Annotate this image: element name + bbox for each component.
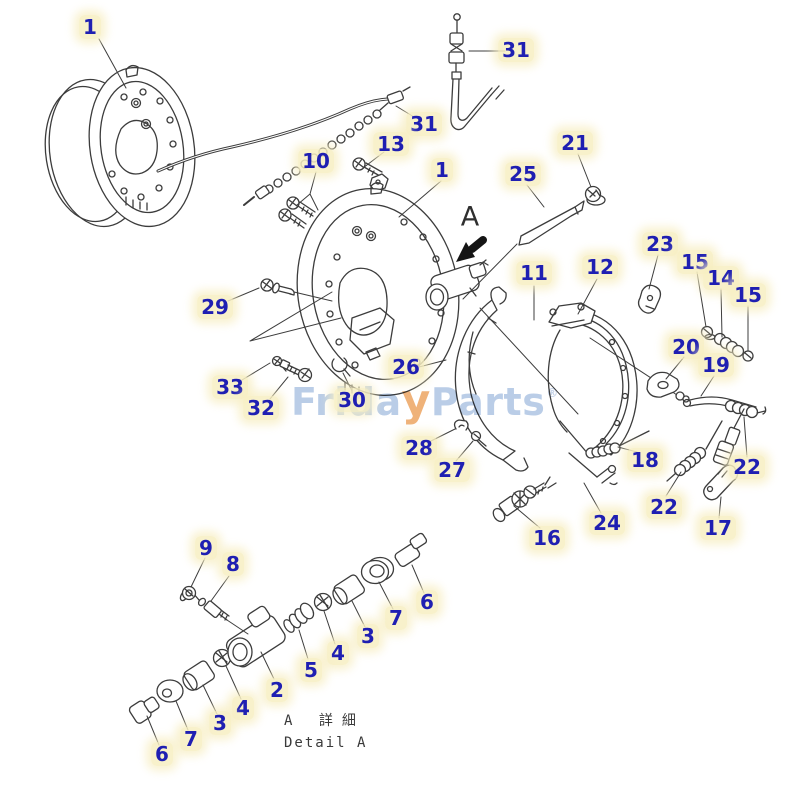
part-wheel-cylinder	[425, 259, 489, 311]
watermark-accent-letter: y	[401, 375, 431, 426]
callout-21: 21	[557, 131, 593, 155]
callout-11: 11	[516, 261, 552, 285]
part-nut-21	[584, 185, 606, 206]
part-brake-shoe-12	[547, 302, 638, 456]
callout-10: 10	[298, 149, 334, 173]
callout-33: 33	[212, 375, 248, 399]
callout-4-right: 4	[327, 641, 349, 665]
callout-9: 9	[195, 536, 217, 560]
detail-note: A 詳細 Detail A	[284, 711, 367, 754]
assembly-line-a	[479, 307, 579, 415]
part-bolt-29	[260, 278, 333, 302]
callout-3-right: 3	[357, 624, 379, 648]
callout-16: 16	[529, 526, 565, 550]
callout-26: 26	[388, 355, 424, 379]
callout-27: 27	[434, 458, 470, 482]
part-strut-25	[462, 200, 585, 300]
callout-3-left: 3	[209, 711, 231, 735]
part-parking-cable	[156, 86, 411, 173]
detail-note-english: Detail A	[284, 734, 368, 751]
callout-7-left: 7	[180, 727, 202, 751]
part-backing-plate-left	[44, 64, 196, 228]
callout-30: 30	[334, 388, 370, 412]
part-bolt-32	[279, 359, 313, 383]
part-spring-22-left	[666, 420, 723, 482]
view-marker-a: A	[460, 201, 480, 233]
view-arrow	[456, 236, 487, 262]
callout-18: 18	[627, 448, 663, 472]
part-clip-28	[453, 419, 469, 431]
callout-7-right: 7	[385, 606, 407, 630]
part-adjuster-16	[492, 476, 557, 523]
part-bracket-23	[637, 284, 662, 314]
callout-32: 32	[243, 396, 279, 420]
part-rod-24	[568, 452, 618, 486]
part-lever-19	[682, 396, 767, 419]
plate-pointer-lines	[249, 291, 342, 342]
leader-lines	[98, 38, 749, 746]
detail-a-assembly	[128, 532, 428, 724]
callout-1-top: 1	[79, 15, 101, 39]
callout-6-left: 6	[151, 742, 173, 766]
callout-24: 24	[589, 511, 625, 535]
part-cam-20	[646, 371, 690, 403]
part-nuts-spring-14-15	[700, 325, 754, 362]
callout-13: 13	[373, 132, 409, 156]
watermark-suffix: Parts	[430, 380, 546, 424]
part-pin-27	[470, 430, 487, 447]
callout-22-a: 22	[729, 455, 765, 479]
callout-4-left: 4	[232, 696, 254, 720]
registered-trademark-symbol: ®	[546, 386, 559, 400]
callout-12: 12	[582, 255, 618, 279]
part-cable-end-31	[448, 13, 505, 131]
callout-8: 8	[222, 552, 244, 576]
callout-23: 23	[642, 232, 678, 256]
callout-31-top: 31	[498, 38, 534, 62]
callout-28: 28	[401, 436, 437, 460]
part-spring-18	[559, 420, 650, 459]
callout-6-right: 6	[416, 590, 438, 614]
callout-1-mid: 1	[431, 158, 453, 182]
callout-17: 17	[700, 516, 736, 540]
callout-29: 29	[197, 295, 233, 319]
callout-31-mid: 31	[406, 112, 442, 136]
part-backing-plate-center	[296, 182, 460, 397]
callout-22-b: 22	[646, 495, 682, 519]
callout-25: 25	[505, 162, 541, 186]
part-clip-30	[331, 357, 351, 377]
callout-14: 14	[703, 266, 739, 290]
watermark-fridayparts: FridayParts®	[291, 379, 559, 423]
callout-19: 19	[698, 353, 734, 377]
callout-15-b: 15	[730, 283, 766, 307]
callout-20: 20	[668, 335, 704, 359]
callout-2: 2	[266, 678, 288, 702]
callout-5: 5	[300, 658, 322, 682]
detail-note-japanese: A 詳細	[284, 713, 365, 729]
